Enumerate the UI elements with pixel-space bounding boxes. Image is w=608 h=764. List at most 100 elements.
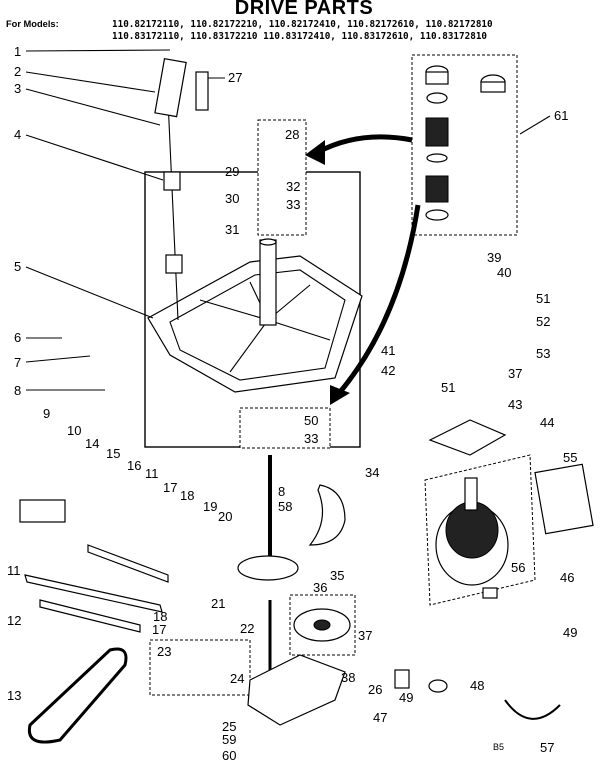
switch-56 <box>482 587 498 599</box>
inset-box-23 <box>149 639 251 696</box>
callout: 17 <box>152 622 166 637</box>
callout: 18 <box>153 609 167 624</box>
page-mark: B5 <box>493 742 504 752</box>
clip-4b <box>165 254 183 274</box>
bracket-9 <box>19 499 66 523</box>
callout: 14 <box>85 436 99 451</box>
center-post <box>259 239 277 326</box>
callout: 35 <box>330 568 344 583</box>
callout: 6 <box>14 330 21 345</box>
callout: 15 <box>106 446 120 461</box>
belt-13 <box>27 647 128 744</box>
callout: 18 <box>180 488 194 503</box>
callout: 37 <box>358 628 372 643</box>
motor-bracket-44 <box>428 419 507 456</box>
callout: 55 <box>563 450 577 465</box>
arrow-upper-head <box>305 140 325 165</box>
callout: 25 <box>222 719 236 734</box>
callout: 43 <box>508 397 522 412</box>
callout: 12 <box>7 613 21 628</box>
bearing-kit <box>425 65 506 221</box>
callout: 36 <box>313 580 327 595</box>
callout: 8 <box>14 383 21 398</box>
callout: 44 <box>540 415 554 430</box>
callout: 60 <box>222 748 236 763</box>
callout: 50 <box>304 413 318 428</box>
callout: 40 <box>497 265 511 280</box>
clamp-57 <box>504 699 561 720</box>
callout: 17 <box>163 480 177 495</box>
callout: 32 <box>286 179 300 194</box>
callout: 53 <box>536 346 550 361</box>
callout: 51 <box>441 380 455 395</box>
arm-12 <box>39 599 141 633</box>
callout: 33 <box>286 197 300 212</box>
callout: 52 <box>536 314 550 329</box>
gearcase-26 <box>247 654 346 726</box>
callout: 61 <box>554 108 568 123</box>
callout: 27 <box>228 70 242 85</box>
callout: 30 <box>225 191 239 206</box>
part-27 <box>195 71 209 111</box>
callout: 1 <box>14 44 21 59</box>
callout: 51 <box>536 291 550 306</box>
callout: 59 <box>222 732 236 747</box>
callout: 24 <box>230 671 244 686</box>
callout: 38 <box>341 670 355 685</box>
callout: 42 <box>381 363 395 378</box>
inset-box-bottom <box>239 407 331 449</box>
callout: 4 <box>14 127 21 142</box>
callout: 39 <box>487 250 501 265</box>
callout: 48 <box>470 678 484 693</box>
callout: 26 <box>368 682 382 697</box>
coupling-47 <box>394 669 410 689</box>
models-line-1: 110.82172110, 110.82172210, 110.82172410… <box>112 19 493 30</box>
callout: 57 <box>540 740 554 755</box>
shift-rod <box>167 99 179 321</box>
callout: 41 <box>381 343 395 358</box>
arrow-upper <box>316 134 413 155</box>
callout: 7 <box>14 355 21 370</box>
arm-11 <box>24 574 163 613</box>
bushing-48 <box>428 679 448 693</box>
guard-58 <box>308 484 346 546</box>
cover-55 <box>534 463 594 535</box>
motor <box>435 477 509 586</box>
models-label: For Models: <box>6 19 59 29</box>
callout: 31 <box>225 222 239 237</box>
callout: 5 <box>14 259 21 274</box>
callout: 56 <box>511 560 525 575</box>
callout: 37 <box>508 366 522 381</box>
page-title: DRIVE PARTS <box>234 0 374 19</box>
callout: 10 <box>67 423 81 438</box>
callout: 34 <box>365 465 379 480</box>
callout: 16 <box>127 458 141 473</box>
callout: 19 <box>203 499 217 514</box>
callout: 22 <box>240 621 254 636</box>
callout: 21 <box>211 596 225 611</box>
callout: 20 <box>218 509 232 524</box>
motor-box <box>424 454 536 606</box>
callout: 28 <box>285 127 299 142</box>
callout: 33 <box>304 431 318 446</box>
callout: 13 <box>7 688 21 703</box>
arm-16 <box>87 544 169 583</box>
callout: 9 <box>43 406 50 421</box>
callout: 3 <box>14 81 21 96</box>
callout: 11 <box>7 563 21 578</box>
base-plate <box>147 255 363 393</box>
inset-box-37 <box>289 594 356 656</box>
callout: 58 <box>278 499 292 514</box>
callout-labels: 1 2 3 4 5 6 7 8 9 10 11 11 12 13 14 15 1… <box>7 44 577 763</box>
arrow-lower-head <box>330 385 350 405</box>
callout: 8 <box>278 484 285 499</box>
bracket-2 <box>154 57 187 118</box>
models-line-2: 110.83172110, 110.83172210 110.83172410,… <box>112 31 488 42</box>
callout: 2 <box>14 64 21 79</box>
callout: 47 <box>373 710 387 725</box>
callout: 49 <box>399 690 413 705</box>
callout: 49 <box>563 625 577 640</box>
callout: 23 <box>157 644 171 659</box>
clip-4a <box>163 171 181 191</box>
